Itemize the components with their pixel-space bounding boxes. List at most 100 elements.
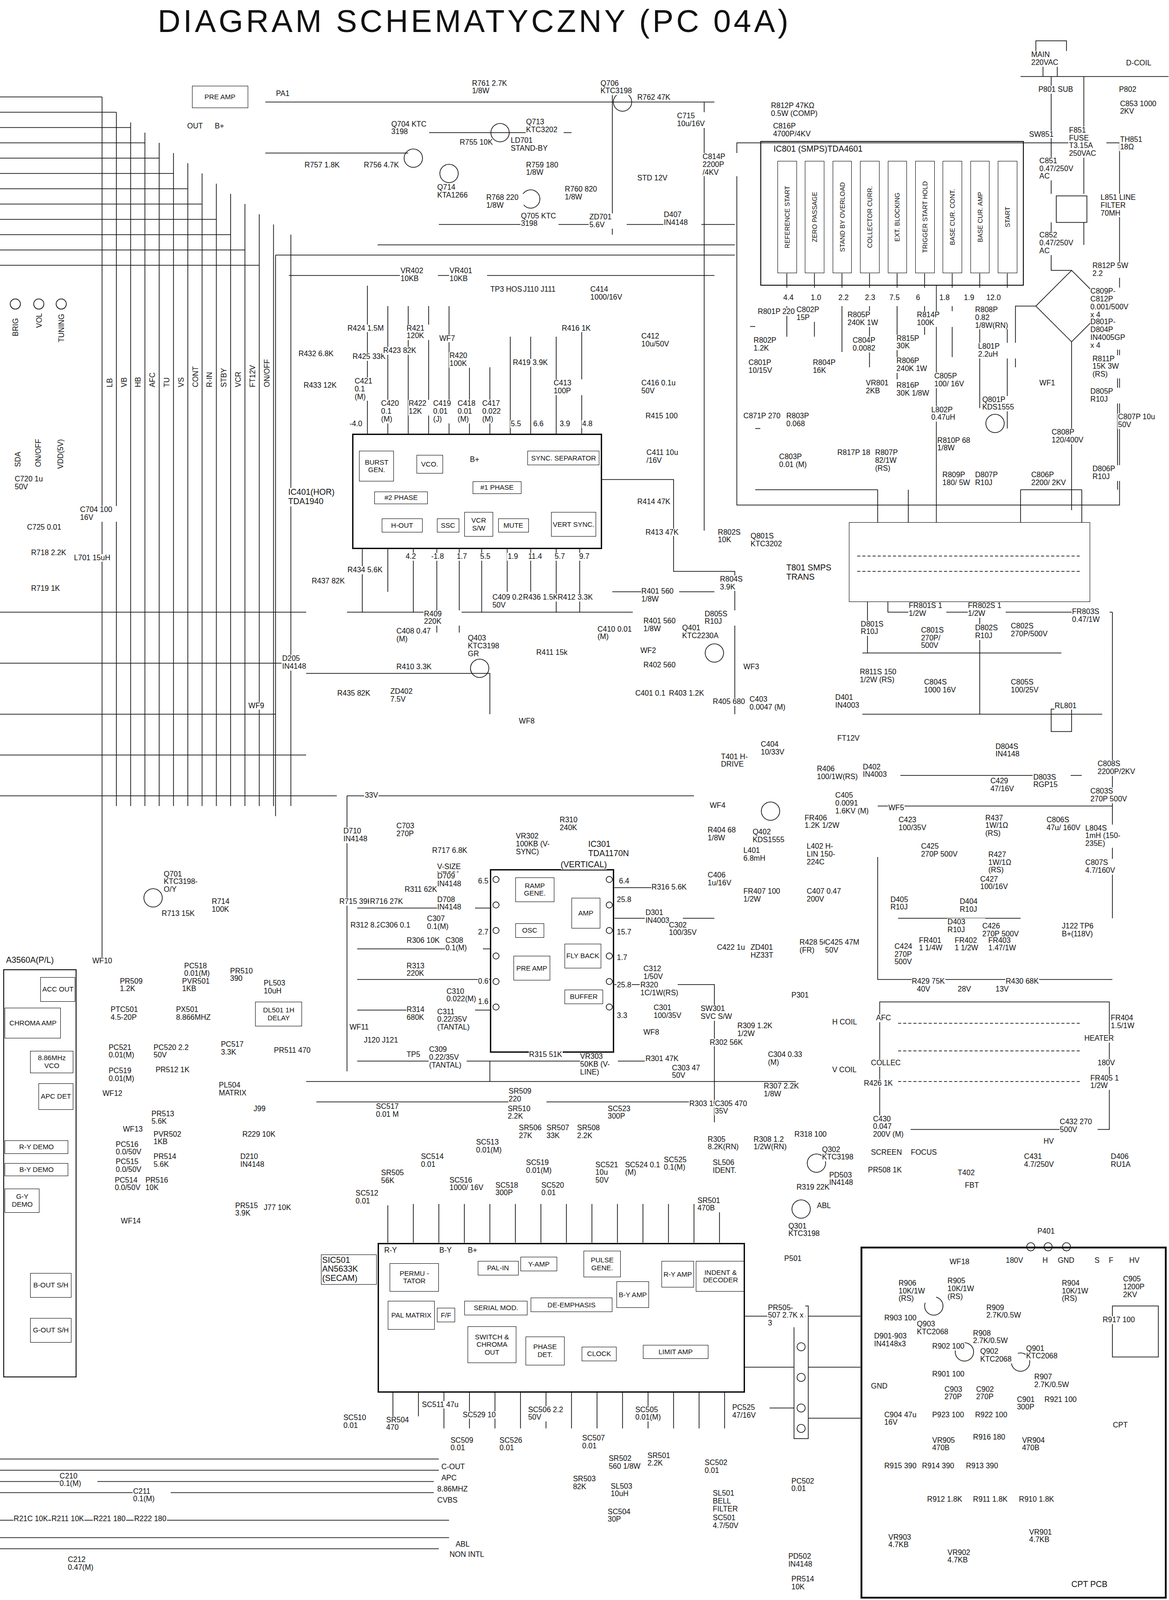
function-block: ZERO PASSAGE	[804, 160, 825, 274]
component-label: VR402 10KB	[399, 267, 438, 283]
component-label: D407 IN4148	[663, 211, 702, 227]
component-label: SR503 82K	[572, 1475, 611, 1492]
block-text: ZERO PASSAGE	[810, 192, 819, 243]
component-label: R761 2.7K 1/8W	[471, 79, 510, 96]
function-block: SWITCH & CHROMA OUT	[467, 1326, 517, 1364]
block-text: B-Y AMP	[617, 1291, 649, 1300]
component-label: WF18	[949, 1258, 970, 1267]
component-label: R427 1W/1Ω (RS)	[988, 851, 1027, 875]
component-label: SC505 0.01(M)	[634, 1406, 673, 1423]
component-label: CONT	[192, 366, 200, 388]
component-label: R815P 30K	[896, 334, 935, 351]
component-label: C406 1u/16V	[707, 871, 746, 888]
component-label: C425 47M 50V	[824, 938, 863, 955]
component-label: C426 270P 500V	[981, 922, 1020, 939]
component-label: Q714 KTA1266	[436, 183, 476, 200]
component-label: P301	[790, 991, 810, 1000]
block-text: BASE CUR. CONT.	[948, 188, 957, 245]
component-label: P501	[783, 1255, 803, 1264]
component-label: R806P 240K 1W	[896, 357, 935, 373]
component-label: WF12	[102, 1090, 123, 1099]
block-text: INDENT & DECODER	[696, 1269, 745, 1285]
component-label: C809P-C812P 0.001/500V x 4	[1090, 287, 1129, 319]
component-label: C808P 120/400V	[1051, 428, 1090, 445]
component-label: 180V	[1097, 1059, 1116, 1068]
block-text: G-Y DEMO	[5, 1193, 39, 1209]
block-text: VERT SYNC.	[552, 520, 596, 529]
block-text: VCR S/W	[464, 516, 493, 533]
component-label: 1.7	[456, 552, 468, 561]
component-label: D802S R10J	[974, 624, 1013, 641]
component-label: R433 12K	[302, 381, 337, 390]
component-label: PR514 5.6K	[153, 1153, 192, 1169]
component-label: 4.4	[782, 294, 794, 302]
component-label: FR407 100 1/2W	[743, 887, 782, 904]
component-label: SC512 0.01	[355, 1189, 394, 1206]
component-label: R814P 100K	[916, 311, 955, 328]
component-label: D401 IN4003	[835, 693, 874, 710]
component-label: PR513 5.6K	[151, 1110, 190, 1127]
component-label: D-COIL	[1125, 59, 1152, 68]
component-label: R719 1K	[30, 584, 61, 593]
component-label: C431 4.7/250V	[1023, 1153, 1062, 1169]
component-label: SDA	[14, 451, 23, 468]
component-label: C851 0.47/250V AC	[1039, 157, 1078, 181]
function-block: FLY BACK	[564, 944, 602, 969]
component-label: C304 0.33 (M)	[767, 1051, 806, 1067]
component-label: R405 680	[712, 698, 746, 707]
component-label: S	[1093, 1257, 1100, 1266]
component-label: SC521 10u 50V	[595, 1161, 624, 1185]
function-block: REFERENCE START	[777, 160, 797, 274]
component-label: C805S 100/25V	[1010, 678, 1049, 695]
component-label: R908 2.7K/0.5W	[972, 1329, 1011, 1346]
transformer: T801 SMPS TRANS	[848, 522, 1090, 603]
component-label: C806S 47u/ 160V	[1046, 816, 1085, 833]
component-label: C816P 4700P/4KV	[772, 122, 835, 139]
component-label: C414 1000/16V	[590, 285, 629, 302]
diagram-title: DIAGRAM SCHEMATYCZNY (PC 04A)	[157, 2, 791, 39]
component-label: SC517 0.01 M	[375, 1103, 414, 1119]
component-label: 2.2	[837, 294, 849, 302]
component-label: WF9	[248, 702, 265, 711]
component-label: R305 8.2K(RN)	[707, 1136, 746, 1152]
component-label: R811P 15K 3W (RS)	[1091, 355, 1131, 379]
component-label: VR904 470B	[1021, 1437, 1060, 1453]
component-label: PR512 1K	[154, 1066, 190, 1075]
component-label: 6	[915, 294, 921, 302]
component-label: PR508 1K	[867, 1166, 903, 1175]
component-label: R21C 10K	[13, 1515, 49, 1524]
component-label: R435 82K	[336, 689, 371, 698]
component-label: LB	[106, 377, 115, 388]
component-label: C307 0.1(M)	[426, 915, 465, 932]
component-label: D405 R10J	[889, 896, 928, 913]
component-label: R436 1.5K	[522, 593, 559, 602]
component-label: Q403 KTC3198 GR	[467, 634, 506, 658]
component-label: R422 12K	[408, 399, 432, 416]
component-label: SR501 2.2K	[647, 1452, 686, 1469]
component-label: R905 10K/1W (RS)	[947, 1277, 986, 1301]
component-label: R419 3.9K	[512, 359, 549, 367]
component-label: 11.4	[527, 552, 543, 561]
component-label: R903 100	[883, 1314, 917, 1323]
function-block: STAND BY OVERLOAD	[832, 160, 853, 274]
function-block: Y-AMP	[520, 1257, 558, 1272]
component-label: B+	[469, 456, 480, 464]
component-label: FR404 1.5/1W	[1110, 1014, 1149, 1031]
component-label: HB	[134, 376, 143, 388]
component-label: J110 J111	[522, 285, 556, 294]
component-label: HV	[1042, 1137, 1054, 1146]
component-label: -1.8	[430, 552, 445, 561]
component-label: R316 5.6K	[651, 883, 688, 892]
component-label: FR803S 0.47/1W	[1071, 608, 1110, 624]
component-label: D805S R10J	[704, 610, 743, 627]
component-label: C404 10/33V	[760, 740, 799, 757]
block-text: IC401(HOR) TDA1940	[288, 488, 350, 507]
component-label: L401 6.8mH	[743, 847, 782, 863]
component-label: R812P 5W 2.2	[1091, 262, 1131, 278]
component-label: D708 IN4148	[436, 896, 476, 913]
component-label: C804S 1000 16V	[923, 678, 962, 695]
ic-package: IC801 (SMPS)TDA4601REFERENCE STARTZERO P…	[760, 141, 1024, 286]
component-label: Q801S KTC3202	[750, 532, 789, 549]
component-label: PC520 2.2 50V	[153, 1044, 192, 1060]
component-label: MAIN 220VAC	[1030, 51, 1069, 67]
